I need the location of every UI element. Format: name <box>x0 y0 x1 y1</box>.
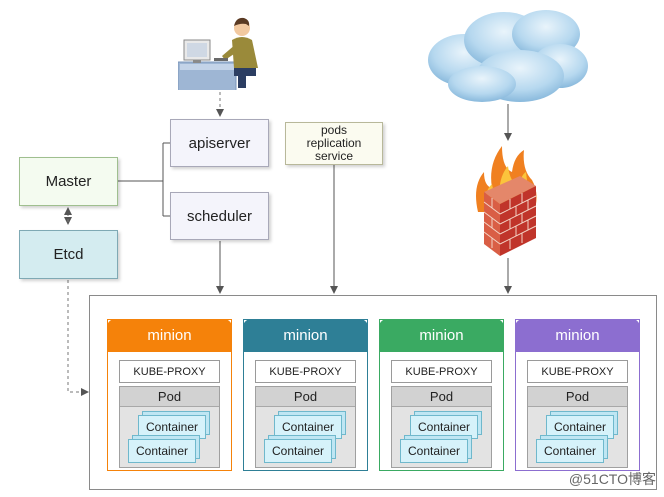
minion-header: minion <box>243 319 368 352</box>
minion-header: minion <box>379 319 504 352</box>
apiserver-node: apiserver <box>170 119 269 167</box>
container-box: Container <box>536 439 604 463</box>
container-box: Container <box>128 439 196 463</box>
minion-card-1: minion KUBE-PROXY Pod Container Containe… <box>107 319 232 471</box>
firewall-icon <box>476 146 537 256</box>
scheduler-label: scheduler <box>186 207 253 225</box>
container-box: Container <box>264 439 332 463</box>
pod-box: Pod Container Container <box>255 386 356 468</box>
pod-box: Pod Container Container <box>527 386 628 468</box>
pod-title: Pod <box>256 387 355 407</box>
pod-title: Pod <box>120 387 219 407</box>
kube-proxy-box: KUBE-PROXY <box>119 360 220 383</box>
replication-line: replication <box>306 136 362 150</box>
etcd-node: Etcd <box>19 230 118 279</box>
pods-replication-service-node: pods replication service <box>285 122 383 165</box>
pods-line: pods <box>320 123 348 137</box>
master-label: Master <box>45 173 92 190</box>
scheduler-node: scheduler <box>170 192 269 240</box>
service-line: service <box>314 149 353 163</box>
container-box: Container <box>546 415 614 439</box>
minion-header: minion <box>107 319 232 352</box>
watermark-text: @51CTO博客 <box>568 471 656 487</box>
pod-box: Pod Container Container <box>391 386 492 468</box>
pod-title: Pod <box>392 387 491 407</box>
kube-proxy-box: KUBE-PROXY <box>527 360 628 383</box>
pod-box: Pod Container Container <box>119 386 220 468</box>
kube-proxy-box: KUBE-PROXY <box>255 360 356 383</box>
container-box: Container <box>274 415 342 439</box>
pod-title: Pod <box>528 387 627 407</box>
container-box: Container <box>138 415 206 439</box>
apiserver-label: apiserver <box>188 134 251 152</box>
minion-card-2: minion KUBE-PROXY Pod Container Containe… <box>243 319 368 471</box>
user-at-computer-icon <box>178 17 258 90</box>
minion-card-3: minion KUBE-PROXY Pod Container Containe… <box>379 319 504 471</box>
kube-proxy-box: KUBE-PROXY <box>391 360 492 383</box>
master-node: Master <box>19 157 118 206</box>
minion-card-4: minion KUBE-PROXY Pod Container Containe… <box>515 319 640 471</box>
container-box: Container <box>400 439 468 463</box>
etcd-to-cluster-line <box>67 280 89 396</box>
etcd-label: Etcd <box>53 246 84 263</box>
container-box: Container <box>410 415 478 439</box>
cloud-icon <box>428 10 588 102</box>
minion-header: minion <box>515 319 640 352</box>
